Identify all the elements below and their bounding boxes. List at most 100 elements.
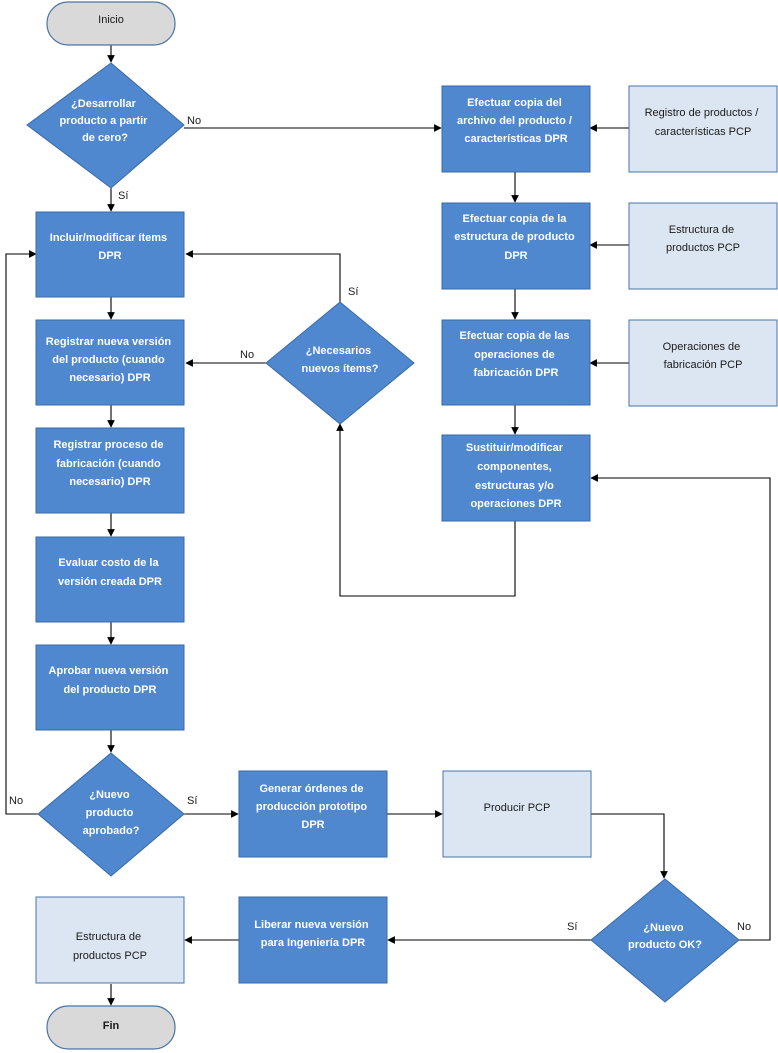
- label-si-desarrollar: Sí: [118, 190, 128, 202]
- node-line: ¿Nuevo: [643, 922, 684, 934]
- node-line: para Ingeniería DPR: [261, 937, 366, 949]
- edge-aprobado-no-loop-to-incluir: [5, 250, 38, 815]
- node-line: operaciones DPR: [470, 498, 561, 510]
- node-line: ¿Necesarios: [306, 345, 371, 357]
- node-line: Registrar proceso de: [53, 439, 163, 451]
- node-line: características DPR: [464, 133, 567, 145]
- node-line: nuevos ítems?: [301, 363, 378, 375]
- node-line: Aprobar nueva versión: [49, 665, 169, 677]
- node-line: características PCP: [655, 126, 752, 138]
- svg-text:Producir PCP: Producir PCP: [484, 802, 551, 814]
- process-evaluar-costo: Evaluar costo de la versión creada DPR: [35, 536, 185, 623]
- svg-text:Efectuar copia del archi: Efectuar copia del archivo del producto …: [457, 97, 575, 145]
- svg-text:Registrar nueva versión: Registrar nueva versión del producto (cu…: [46, 336, 174, 384]
- node-line: DPR: [301, 819, 324, 831]
- svg-text:Efectuar copia de las op: Efectuar copia de las operaciones de fab…: [459, 330, 572, 379]
- svg-text:Incluir/modificar ítems: Incluir/modificar ítems DPR: [50, 232, 170, 262]
- terminal-inicio: Inicio: [46, 1, 176, 46]
- svg-text:Estructura de productos: Estructura de productos PCP: [666, 224, 740, 254]
- label-no-aprobado: No: [9, 795, 23, 807]
- svg-text:¿Nuevo producto ap: ¿Nuevo producto aprobado?: [83, 789, 140, 837]
- node-line: Efectuar copia del: [467, 97, 562, 109]
- process-incluir-modificar-items: Incluir/modificar ítems DPR: [35, 211, 185, 298]
- pcp-estructura-final: Estructura de productos PCP: [35, 896, 185, 984]
- label-si-ok: Sí: [567, 921, 577, 933]
- node-line: fabricación DPR: [474, 367, 559, 379]
- node-line: fabricación PCP: [664, 359, 743, 371]
- node-line: Liberar nueva versión: [254, 919, 369, 931]
- node-line: estructura de producto: [454, 231, 575, 243]
- svg-text:Registrar proceso de fab: Registrar proceso de fabricación (cuando…: [53, 439, 166, 488]
- svg-text:Evaluar costo de la vers: Evaluar costo de la versión creada DPR: [58, 557, 162, 588]
- node-line: Incluir/modificar ítems: [50, 232, 167, 244]
- svg-text:Fin: Fin: [103, 1020, 120, 1032]
- node-line: Registrar nueva versión: [46, 336, 172, 348]
- decision-necesarios-nuevos-items: ¿Necesarios nuevos ítems?: [265, 301, 415, 425]
- process-liberar-nueva-version: Liberar nueva versión para Ingeniería DP…: [238, 896, 388, 984]
- node-line: aprobado?: [83, 825, 140, 837]
- node-line: Generar órdenes de: [260, 783, 364, 795]
- connectors: [5, 45, 771, 1006]
- svg-text:¿Necesarios nuevos ítems: ¿Necesarios nuevos ítems?: [301, 345, 378, 375]
- svg-text:Liberar nueva versión pa: Liberar nueva versión para Ingeniería DP…: [254, 919, 371, 949]
- node-line: Operaciones de: [663, 341, 741, 353]
- node-line: necesario) DPR: [69, 476, 150, 488]
- node-line: Evaluar costo de la: [58, 557, 159, 569]
- node-line: ¿Nuevo: [89, 789, 130, 801]
- node-line: Estructura de: [76, 931, 141, 943]
- pcp-producir: Producir PCP: [442, 770, 592, 858]
- node-line: Producir PCP: [484, 802, 551, 814]
- node-line: ¿Desarrollar: [71, 98, 137, 110]
- label-si-necesarios: Sí: [348, 286, 358, 298]
- node-line: Registro de productos /: [645, 107, 760, 119]
- svg-text:¿Nuevo producto OK?: ¿Nuevo producto OK?: [628, 922, 702, 951]
- node-line: DPR: [98, 250, 121, 262]
- label-si-aprobado: Sí: [187, 795, 197, 807]
- label-no-ok: No: [737, 921, 751, 933]
- process-aprobar-nueva-version: Aprobar nueva versión del producto DPR: [35, 644, 185, 731]
- process-generar-ordenes: Generar órdenes de producción prototipo …: [238, 770, 388, 858]
- node-line: producto a partir: [59, 115, 148, 127]
- node-line: del producto DPR: [64, 684, 157, 696]
- svg-text:Estructura de productos: Estructura de productos PCP: [73, 931, 147, 962]
- node-line: Estructura de: [669, 224, 734, 236]
- node-line: DPR: [504, 250, 527, 262]
- process-copia-estructura: Efectuar copia de la estructura de produ…: [441, 202, 591, 290]
- node-line: de cero?: [82, 132, 128, 144]
- decision-desarrollar-de-cero: ¿Desarrollar producto a partir de cero?: [26, 62, 185, 189]
- process-sustituir-modificar: Sustituir/modificar componentes, estruct…: [441, 434, 591, 522]
- node-line: versión creada DPR: [58, 576, 162, 588]
- edge-necesarios-si-to-incluir: [185, 250, 341, 302]
- node-line: producto: [86, 807, 134, 819]
- node-line: productos PCP: [73, 950, 147, 962]
- node-line: archivo del producto /: [457, 115, 572, 127]
- pcp-registro-productos: Registro de productos / características …: [628, 85, 778, 173]
- svg-text:Efectuar copia de la est: Efectuar copia de la estructura de produ…: [454, 213, 577, 262]
- node-line: componentes,: [477, 461, 552, 473]
- label-no-necesarios: No: [240, 349, 254, 361]
- node-line: producto OK?: [628, 939, 702, 951]
- node-line: producción prototipo: [256, 801, 367, 813]
- terminal-fin: Fin: [46, 1005, 176, 1050]
- svg-text:Aprobar nueva versión de: Aprobar nueva versión del producto DPR: [49, 665, 172, 696]
- node-line: productos PCP: [666, 242, 740, 254]
- svg-text:Generar órdenes de produ: Generar órdenes de producción prototipo …: [256, 783, 370, 831]
- edge-ok-no-to-sustituir: [590, 474, 771, 941]
- decision-nuevo-producto-ok: ¿Nuevo producto OK?: [590, 878, 740, 1003]
- svg-text:Inicio: Inicio: [98, 14, 124, 26]
- node-line: necesario) DPR: [69, 372, 150, 384]
- svg-text:Operaciones de fabricaci: Operaciones de fabricación PCP: [663, 341, 744, 371]
- process-registrar-proceso-fabricacion: Registrar proceso de fabricación (cuando…: [35, 427, 185, 514]
- edge-producir-to-ok: [591, 813, 668, 879]
- node-line: estructuras y/o: [475, 480, 554, 492]
- node-line: Efectuar copia de la: [463, 213, 568, 225]
- edge-sustituir-to-necesarios: [336, 423, 516, 597]
- edge-labels: No Sí Sí No No Sí Sí No: [9, 115, 751, 933]
- label-no-desarrollar: No: [187, 115, 201, 127]
- svg-text:Sustituir/modificar comp: Sustituir/modificar componentes, estruct…: [466, 442, 566, 510]
- decision-nuevo-producto-aprobado: ¿Nuevo producto aprobado?: [37, 752, 185, 877]
- node-line: Efectuar copia de las: [459, 330, 569, 342]
- node-line: del producto (cuando: [52, 354, 165, 366]
- svg-text:¿Desarrollar producto a: ¿Desarrollar producto a partir de cero?: [59, 98, 150, 144]
